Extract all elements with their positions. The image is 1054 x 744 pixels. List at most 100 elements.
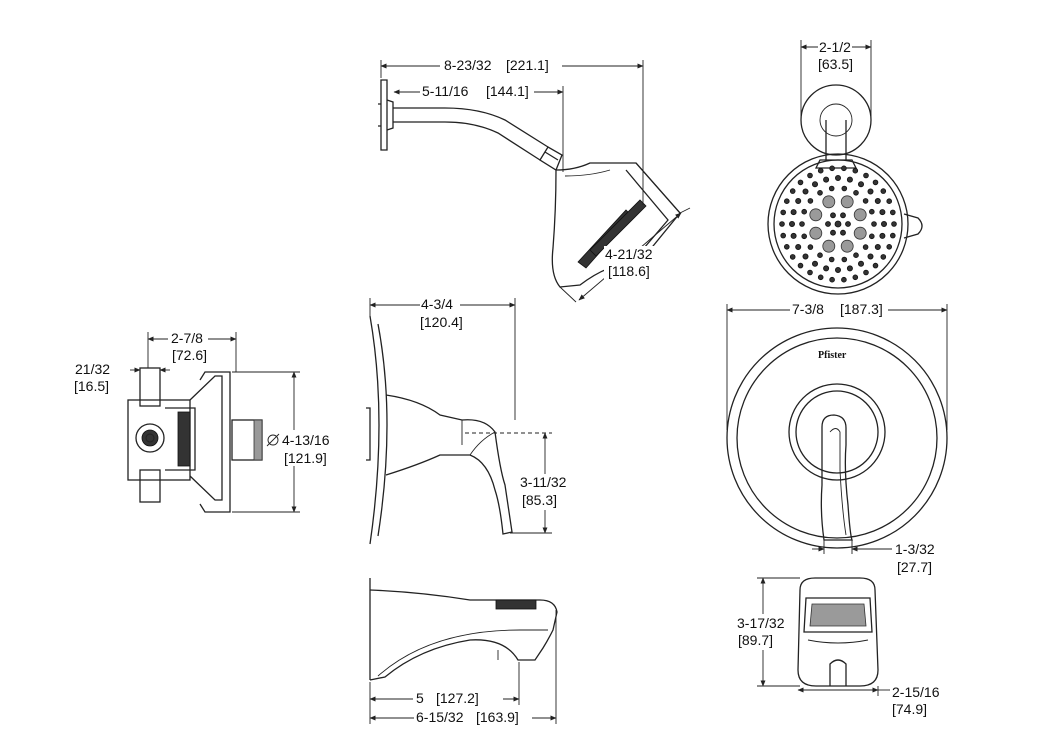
dim-spout-width-b: [74.9] xyxy=(892,701,927,717)
nozzle xyxy=(858,181,865,188)
nozzle xyxy=(823,265,830,272)
nozzle xyxy=(779,221,785,227)
nozzle xyxy=(809,226,823,240)
dim-spout-height-b: [89.7] xyxy=(738,632,773,648)
dim-spout-total-mm: [163.9] xyxy=(476,709,519,725)
nozzle xyxy=(886,244,892,250)
nozzle xyxy=(871,221,877,227)
nozzle xyxy=(789,254,796,260)
nozzle xyxy=(853,190,859,196)
nozzle xyxy=(797,179,804,186)
nozzle xyxy=(807,172,813,179)
nozzle xyxy=(835,266,842,273)
nozzle xyxy=(858,260,865,267)
nozzle xyxy=(795,197,802,204)
nozzle xyxy=(840,239,854,253)
nozzle xyxy=(852,274,859,281)
nozzle xyxy=(801,208,807,215)
dim-spout-width-a: 2-15/16 xyxy=(892,684,940,700)
dim-arm-reach-mm: [144.1] xyxy=(486,83,529,99)
dim-trim-dia-a: 4-13/16 xyxy=(282,432,330,448)
dim-valve-depth-a: 2-7/8 xyxy=(171,330,203,346)
valve-body-side-view: 2-7/8 [72.6] 21/32 [16.5] 4-13/16 [121.9… xyxy=(74,330,330,513)
nozzle xyxy=(840,229,846,236)
shower-head-front-view: 2-1/2 [63.5] xyxy=(767,39,923,295)
nozzle xyxy=(802,188,809,195)
nozzle xyxy=(840,212,846,219)
trim-plate-front-view: Pfister 7-3/8 [187.3] 1-3/32 [27.7] xyxy=(726,300,948,575)
dim-handle-drop-a: 3-11/32 xyxy=(520,474,567,490)
nozzle xyxy=(780,232,786,239)
nozzle xyxy=(834,220,842,228)
nozzle xyxy=(830,212,836,219)
nozzle xyxy=(825,221,831,227)
nozzle xyxy=(841,185,848,192)
nozzle xyxy=(817,252,823,259)
nozzle xyxy=(830,229,836,236)
nozzle xyxy=(872,179,879,186)
brand-logo: Pfister xyxy=(818,350,847,361)
dim-valve-stub-a: 21/32 xyxy=(75,361,110,377)
dim-handle-proj-b: [120.4] xyxy=(420,314,463,330)
dim-spout-reach: 5 xyxy=(416,690,424,706)
nozzle xyxy=(780,209,786,216)
nozzle xyxy=(835,174,842,181)
nozzle xyxy=(783,244,790,250)
nozzle xyxy=(845,221,851,227)
nozzle xyxy=(807,269,813,276)
nozzle xyxy=(881,220,888,227)
tub-spout-front-view: 3-17/32 [89.7] 2-15/16 [74.9] xyxy=(735,577,940,717)
nozzle xyxy=(823,176,830,183)
nozzle xyxy=(795,243,802,250)
nozzle xyxy=(867,253,874,260)
nozzle xyxy=(886,198,892,205)
nozzle xyxy=(852,167,859,174)
dim-valve-depth-b: [72.6] xyxy=(172,347,207,363)
nozzle xyxy=(807,198,814,204)
nozzle xyxy=(891,221,897,227)
nozzle xyxy=(828,256,835,263)
nozzle xyxy=(863,172,869,179)
nozzle xyxy=(853,252,859,259)
nozzle xyxy=(862,198,869,204)
dim-flange-b: [63.5] xyxy=(818,56,853,72)
nozzle xyxy=(822,195,836,209)
nozzle xyxy=(872,262,879,269)
nozzle xyxy=(846,265,853,272)
nozzle xyxy=(790,209,797,216)
nozzle xyxy=(840,195,854,209)
nozzle xyxy=(889,209,896,216)
nozzle xyxy=(868,208,875,215)
nozzle xyxy=(846,176,853,183)
handle-side-view: 4-3/4 [120.4] 3-11/32 [85.3] xyxy=(366,296,580,545)
dim-valve-stub-b: [16.5] xyxy=(74,378,109,394)
nozzle xyxy=(874,197,881,204)
nozzle xyxy=(829,165,835,172)
nozzle xyxy=(889,232,896,239)
nozzle xyxy=(880,188,887,194)
nozzle xyxy=(867,188,874,195)
nozzle xyxy=(853,208,867,222)
nozzle xyxy=(802,253,809,260)
dim-head-face-b: [118.6] xyxy=(608,263,650,279)
dim-plate-width: 7-3/8 xyxy=(792,301,824,317)
nozzle xyxy=(809,208,823,222)
dim-spout-total: 6-15/32 xyxy=(416,709,464,725)
dim-spout-reach-mm: [127.2] xyxy=(436,690,479,706)
nozzle xyxy=(841,276,847,283)
nozzle xyxy=(880,254,887,260)
dim-head-overall-mm: [221.1] xyxy=(506,57,549,73)
nozzle xyxy=(879,232,886,239)
dim-arm-reach: 5-11/16 xyxy=(422,83,469,99)
nozzle xyxy=(817,274,824,281)
dim-spout-height-a: 3-17/32 xyxy=(737,615,785,631)
nozzle xyxy=(822,239,836,253)
nozzle xyxy=(799,221,805,227)
tub-spout-side-view: 5 [127.2] 6-15/32 [163.9] xyxy=(369,578,558,727)
shower-head-side-view: 8-23/32 [221.1] 5-11/16 [144.1] 4-21/32 … xyxy=(378,56,691,303)
nozzle xyxy=(812,260,819,267)
spray-nozzles xyxy=(779,165,897,283)
nozzle xyxy=(874,243,881,250)
nozzle xyxy=(841,256,848,263)
